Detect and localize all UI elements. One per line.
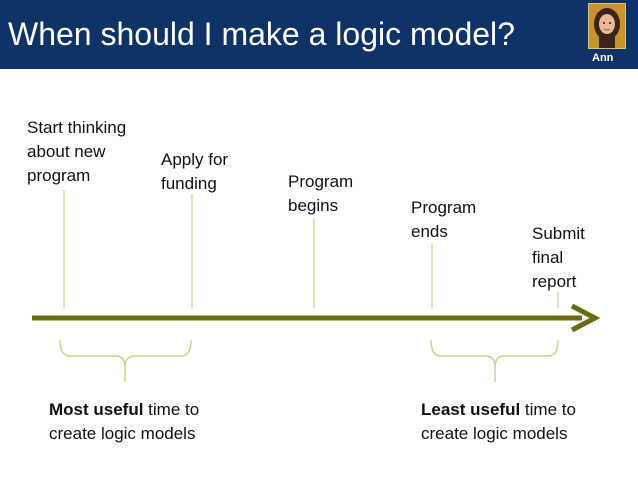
most-useful-emphasis: Most useful	[49, 400, 144, 419]
milestone-start-thinking: Start thinking about new program	[27, 118, 127, 185]
avatar	[588, 3, 626, 49]
slide-title: When should I make a logic model?	[8, 16, 515, 52]
brace-most-useful	[59, 339, 192, 382]
brace-least-useful	[430, 339, 559, 382]
least-useful-line2: create logic models	[421, 424, 568, 443]
milestone-program-begins: Program begins	[288, 172, 354, 215]
least-useful-emphasis: Least useful	[421, 400, 521, 419]
milestone-apply-funding: Apply for funding	[161, 150, 229, 193]
title-bar: When should I make a logic model? Ann	[0, 0, 638, 69]
most-useful-line2: create logic models	[49, 424, 196, 443]
avatar-portrait-icon	[589, 4, 625, 48]
milestone-program-ends: Program ends	[411, 198, 477, 241]
avatar-caption: Ann	[592, 52, 614, 64]
least-useful-note: Least useful time to create logic models	[421, 398, 638, 446]
least-useful-rest: time to	[520, 400, 576, 419]
most-useful-rest: time to	[143, 400, 200, 419]
timeline-arrowhead-icon	[570, 303, 601, 333]
most-useful-note: Most useful time to create logic models	[49, 398, 289, 446]
milestone-submit-report: Submit final report	[532, 224, 585, 291]
